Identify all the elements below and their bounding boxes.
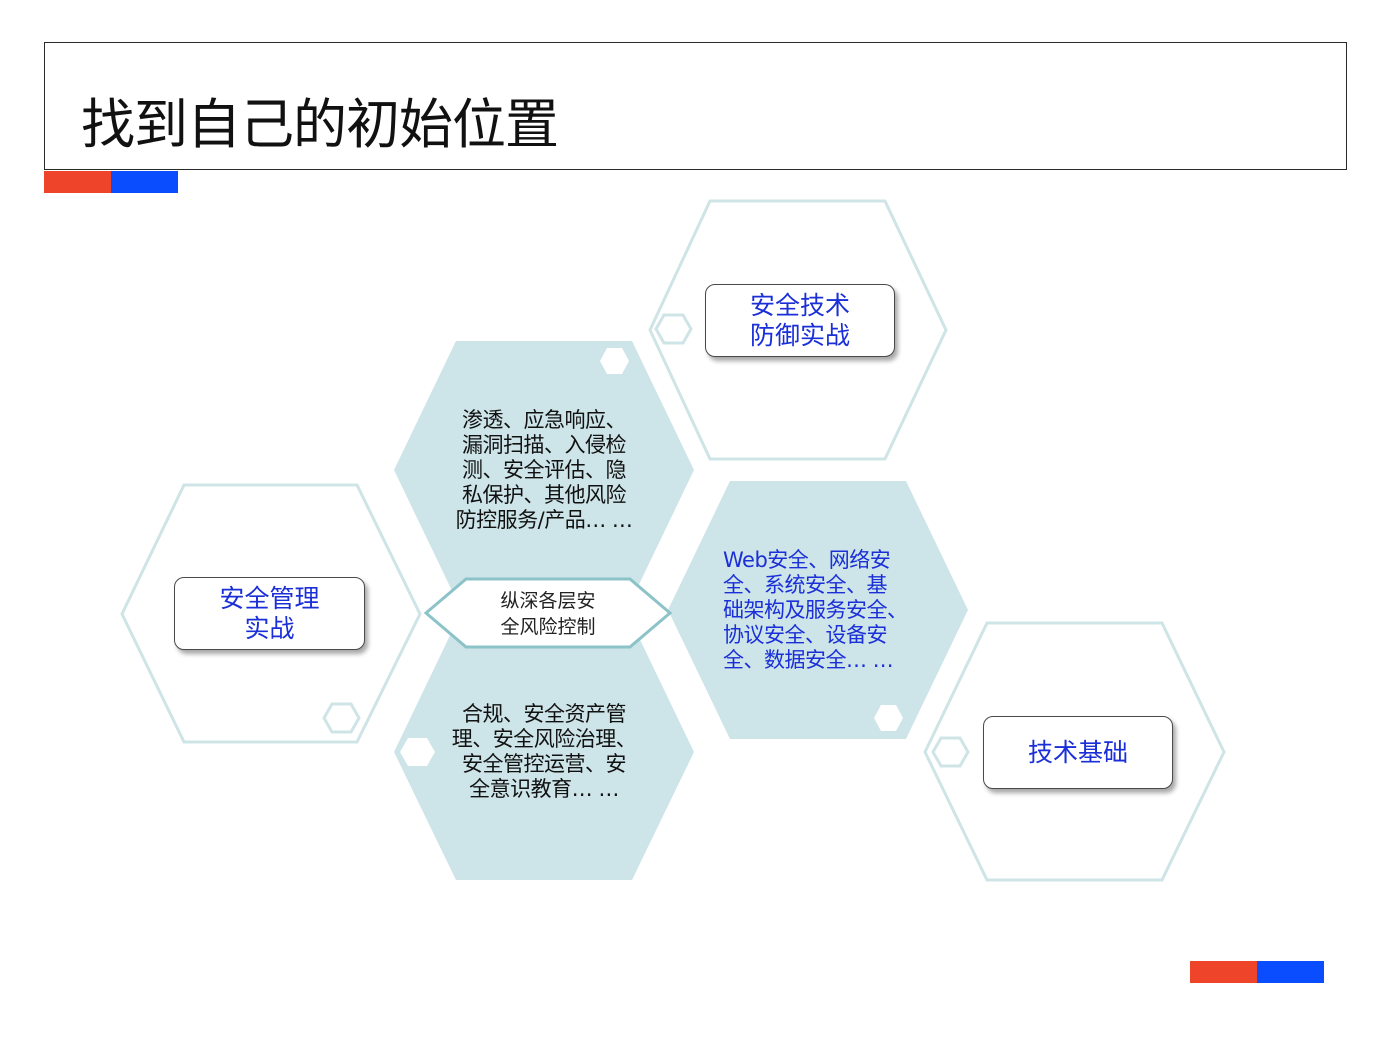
center-label: 纵深各层安 全风险控制 — [500, 590, 596, 638]
small-hex-white-bottom — [400, 738, 435, 766]
hex-filled-right — [668, 481, 968, 739]
accent-bar-red-bottom — [1190, 961, 1257, 983]
label-mgmt: 安全管理 实战 — [174, 577, 365, 650]
center-hex — [423, 577, 673, 649]
label-tech-base-text: 技术基础 — [1027, 737, 1128, 767]
top-hex-text: 渗透、应急响应、 漏洞扫描、入侵检 测、安全评估、隐 私保护、其他风险 防控服务… — [455, 408, 633, 532]
accent-bar-red-top — [44, 171, 111, 193]
hex-outline-left — [120, 483, 422, 744]
label-tech-defense: 安全技术 防御实战 — [705, 284, 895, 357]
label-tech-defense-text: 安全技术 防御实战 — [749, 290, 850, 350]
title-box: 找到自己的初始位置 — [44, 42, 1347, 170]
bottom-hex-text: 合规、安全资产管 理、安全风险治理、 安全管控运营、安 全意识教育… … — [451, 702, 637, 801]
accent-bar-blue-bottom — [1257, 961, 1324, 983]
hex-outline-top-right — [648, 199, 948, 461]
label-tech-base: 技术基础 — [983, 716, 1173, 789]
small-hex-white-right — [874, 705, 903, 731]
page-title: 找到自己的初始位置 — [81, 93, 559, 156]
small-hex-white-top — [600, 348, 629, 374]
hex-outline-bottom-right — [923, 621, 1226, 882]
small-hex-outline-top-right — [654, 313, 693, 345]
hex-filled-bottom — [394, 623, 694, 880]
accent-bar-blue-top — [111, 171, 178, 193]
right-hex-text: Web安全、网络安 全、系统安全、基 础架构及服务安全、 协议安全、设备安 全、… — [723, 548, 908, 672]
label-mgmt-text: 安全管理 实战 — [219, 583, 320, 643]
small-hex-outline-left — [322, 702, 361, 734]
small-hex-outline-bottom-right — [931, 736, 970, 768]
hex-filled-top — [394, 341, 694, 599]
